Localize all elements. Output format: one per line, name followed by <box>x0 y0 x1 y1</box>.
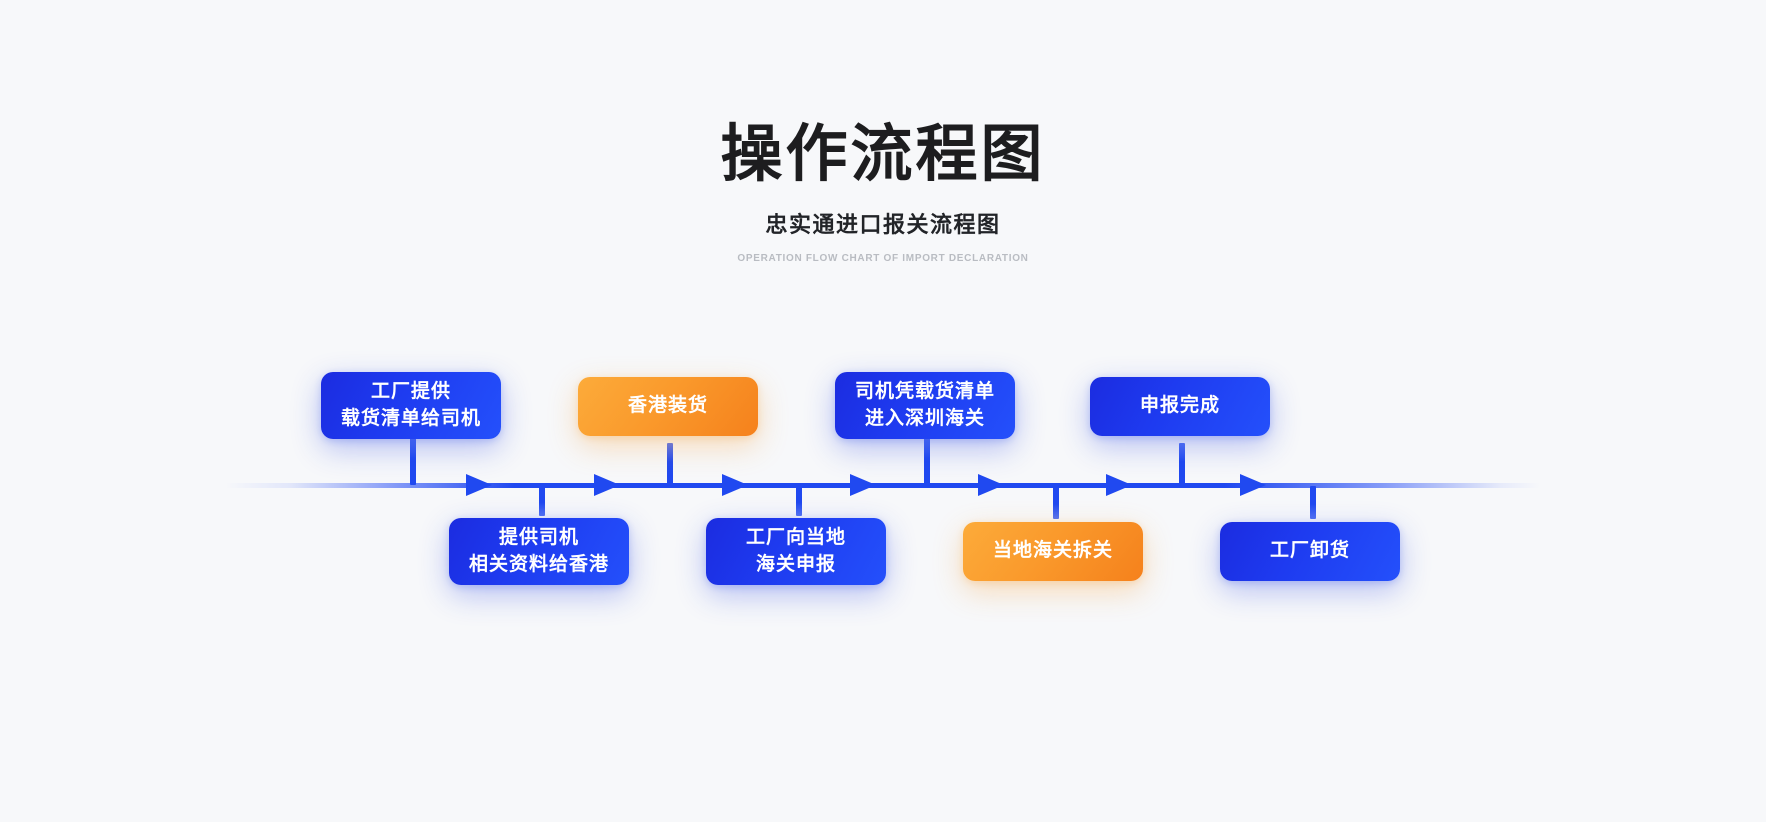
timeline-arrow-icon <box>850 474 876 496</box>
flow-step-label: 香港装货 <box>627 395 708 417</box>
timeline-arrow-icon <box>1106 474 1132 496</box>
page-title: 操作流程图 <box>720 120 1046 189</box>
flow-step-card-7[interactable]: 申报完成 <box>1090 377 1270 436</box>
header: 操作流程图 忠实通进口报关流程图 OPERATION FLOW CHART OF… <box>0 118 1766 264</box>
flow-step-label: 申报完成 <box>1139 395 1220 417</box>
timeline-arrow-icon <box>594 474 620 496</box>
flow-step-label: 提供司机 相关资料给香港 <box>468 526 609 575</box>
timeline-axis <box>225 483 1540 488</box>
flow-step-card-1[interactable]: 工厂提供 载货清单给司机 <box>321 372 501 439</box>
flow-step-label: 工厂卸货 <box>1269 540 1350 562</box>
timeline-arrow-icon <box>722 474 748 496</box>
flow-step-card-3[interactable]: 香港装货 <box>578 377 758 436</box>
flow-step-card-4[interactable]: 工厂向当地 海关申报 <box>706 518 886 585</box>
connector-step-3 <box>667 443 673 485</box>
flow-step-label: 当地海关拆关 <box>992 540 1113 562</box>
flow-step-card-8[interactable]: 工厂卸货 <box>1220 522 1400 581</box>
page-english-caption: OPERATION FLOW CHART OF IMPORT DECLARATI… <box>737 253 1029 265</box>
timeline-arrow-icon <box>1240 474 1266 496</box>
flow-step-card-2[interactable]: 提供司机 相关资料给香港 <box>449 518 629 585</box>
flow-step-label: 司机凭载货清单 进入深圳海关 <box>854 380 995 429</box>
timeline-arrow-icon <box>978 474 1004 496</box>
flow-step-label: 工厂提供 载货清单给司机 <box>340 380 481 429</box>
connector-step-4 <box>796 486 802 516</box>
connector-step-1 <box>410 437 416 485</box>
connector-step-7 <box>1179 443 1185 485</box>
timeline-arrow-icon <box>466 474 492 496</box>
connector-step-2 <box>539 486 545 516</box>
connector-step-8 <box>1310 486 1316 519</box>
flow-step-card-6[interactable]: 当地海关拆关 <box>963 522 1143 581</box>
page-subtitle: 忠实通进口报关流程图 <box>765 212 1001 238</box>
flow-step-label: 工厂向当地 海关申报 <box>745 526 846 575</box>
flow-step-card-5[interactable]: 司机凭载货清单 进入深圳海关 <box>835 372 1015 439</box>
connector-step-5 <box>924 437 930 485</box>
connector-step-6 <box>1053 486 1059 519</box>
